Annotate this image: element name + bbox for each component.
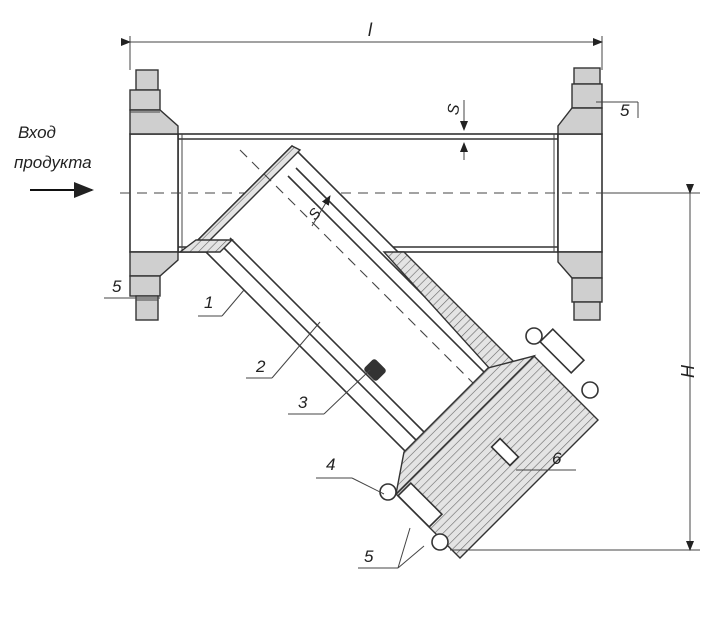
outlet-flange — [557, 67, 603, 321]
inlet-flange — [129, 69, 179, 321]
cover-flange — [379, 327, 599, 559]
callout-3: 3 — [288, 369, 371, 415]
inlet-indicator: Вход продукта — [14, 123, 94, 198]
svg-text:5: 5 — [112, 277, 122, 296]
callout-2: 2 — [246, 321, 321, 379]
height-dimension: H — [450, 184, 700, 551]
callout-5-bottom: 5 — [358, 527, 425, 569]
wall-thickness-label: S — [445, 102, 464, 116]
length-dimension-label: l — [368, 20, 373, 40]
bolt-upper — [538, 327, 586, 375]
svg-text:5: 5 — [364, 547, 374, 566]
strainer-branch: S — [177, 144, 522, 472]
svg-text:2: 2 — [255, 357, 266, 376]
callout-5-left: 5 — [104, 277, 160, 299]
svg-text:5: 5 — [620, 101, 630, 120]
mesh-insert — [364, 359, 386, 381]
wall-thickness-dimension: S — [445, 100, 468, 160]
callout-5-top-right: 5 — [596, 101, 639, 120]
length-dimension: l — [121, 20, 603, 70]
svg-text:3: 3 — [298, 393, 308, 412]
inlet-label-line1: Вход — [18, 123, 56, 142]
height-dimension-label: H — [678, 364, 698, 378]
callout-4: 4 — [316, 455, 385, 495]
callout-1: 1 — [198, 289, 245, 317]
svg-text:1: 1 — [204, 293, 213, 312]
svg-text:4: 4 — [326, 455, 335, 474]
svg-text:6: 6 — [552, 449, 562, 468]
bolt-lower — [396, 481, 444, 529]
inlet-label-line2: продукта — [14, 153, 92, 172]
callout-6: 6 — [516, 449, 576, 471]
